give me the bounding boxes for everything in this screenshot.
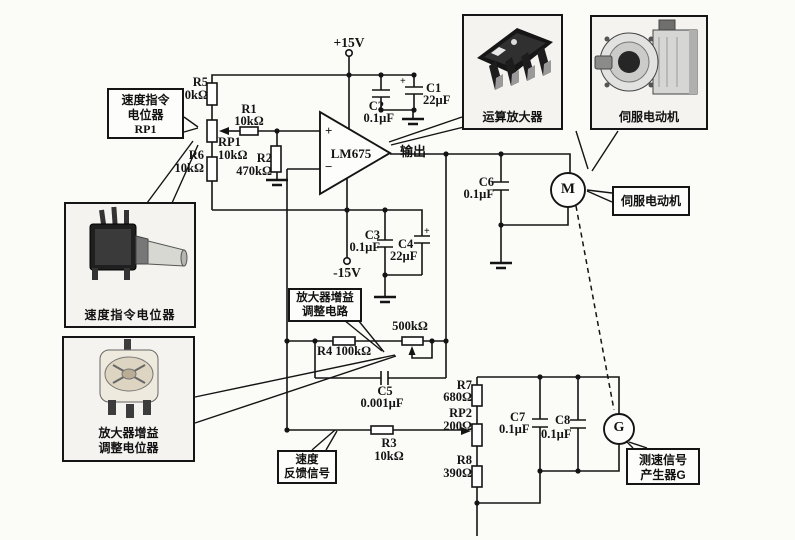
vplus-terminal [344, 48, 353, 57]
vminus-rail [212, 209, 423, 236]
rp2-wiper-arrow [461, 427, 471, 435]
potentiometer-rp1 [206, 119, 218, 143]
output-wire [390, 153, 571, 173]
r8-name: R8 [456, 453, 472, 467]
c4-value: 22µF [390, 249, 418, 263]
resistor-r5 [206, 82, 218, 106]
ground-symbol-c6 [490, 261, 512, 270]
photo-box-speed-command-pot: 速度指令电位器 [64, 202, 196, 328]
potentiometer-rp2 [471, 423, 483, 447]
capacitor-c6 [493, 181, 509, 191]
r3-value: 10kΩ [374, 449, 404, 463]
c7-name: C7 [510, 410, 526, 424]
trimmer-pot-photo [99, 339, 159, 418]
resistor-r1 [239, 126, 259, 136]
callout-gain-adjust-circuit: 放大器增益 调整电路 [288, 288, 362, 322]
r6-value: 10kΩ [174, 161, 204, 175]
resistor-r7 [471, 384, 483, 407]
generator-label: G [613, 420, 625, 435]
gain-adjust-pot-photo-caption: 放大器增益 调整电位器 [98, 426, 159, 455]
junction-dots [274, 72, 581, 506]
r1-name: R1 [241, 102, 257, 116]
capacitor-c7 [532, 418, 548, 428]
c1-value: 22µF [423, 93, 451, 107]
c4-name: C4 [398, 237, 414, 251]
servo-motor-photo [594, 19, 698, 95]
vminus-label: -15V [333, 265, 361, 280]
ground-symbol-c3c4 [374, 295, 396, 304]
callout-servo-motor: 伺服电动机 [612, 186, 690, 216]
servo-photo-caption: 伺服电动机 [618, 110, 679, 124]
rp2-value: 200Ω [443, 419, 472, 433]
r7-name: R7 [456, 378, 472, 392]
opamp-plus-input: + [325, 123, 333, 138]
resistor-r2 [270, 145, 282, 173]
c1-name: C1 [426, 81, 442, 95]
output-label: 输出 [400, 144, 427, 159]
rotary-pot-photo [89, 206, 188, 280]
opamp-chip-photo [477, 28, 553, 90]
c6-value: 0.1µF [463, 187, 494, 201]
rp2-name: RP2 [449, 406, 472, 420]
resistor-r6 [206, 156, 218, 182]
opamp-part-label: LM675 [330, 146, 372, 161]
r3-name: R3 [381, 436, 397, 450]
vplus-label: +15V [333, 35, 365, 50]
c6-name: C6 [478, 175, 494, 189]
potentiometer-500k [401, 336, 424, 346]
rp1-name: RP1 [218, 135, 241, 149]
photo-box-servo-motor: 伺服电动机 [590, 15, 708, 130]
motor-generator-shaft-link [575, 205, 615, 411]
opamp-triangle [319, 110, 392, 196]
capacitor-c1 [405, 86, 423, 95]
r4-label: R4 100kΩ [317, 344, 372, 358]
r2-name: R2 [256, 151, 272, 165]
resistor-r3 [370, 425, 394, 435]
c1-polarity-plus: + [400, 76, 406, 87]
r8-value: 390Ω [443, 466, 472, 480]
c5-value: 0.001µF [360, 396, 404, 410]
callout-tacho-signal-generator: 测速信号 产生器G [626, 448, 700, 485]
pot500k-wiper-arrow [408, 346, 416, 355]
ground-symbol-r2 [266, 178, 288, 187]
c7-value: 0.1µF [499, 422, 530, 436]
c2-name: C2 [368, 99, 384, 113]
opamp-minus-input: − [325, 159, 333, 174]
resistor-r8 [471, 465, 483, 488]
callout-pointer-lines [146, 116, 648, 451]
c3-name: C3 [364, 228, 380, 242]
photo-box-opamp: 运算放大器 [462, 14, 563, 130]
c3-value: 0.1µF [349, 240, 380, 254]
capacitor-c5 [380, 371, 389, 385]
c5-name: C5 [377, 384, 393, 398]
ground-symbol-c1c2 [402, 117, 424, 126]
generator-top-wire [477, 376, 620, 414]
c4-polarity-plus: + [424, 226, 430, 237]
photo-box-gain-adjust-pot: 放大器增益 调整电位器 [62, 336, 195, 462]
c8-name: C8 [555, 413, 571, 427]
r2-value: 470kΩ [236, 164, 272, 178]
pot500k-value: 500kΩ [392, 319, 428, 333]
callout-speed-feedback-signal: 速度 反馈信号 [277, 450, 337, 484]
speed-cmd-pot-photo-caption: 速度指令电位器 [84, 308, 176, 322]
capacitor-c8 [570, 419, 586, 429]
r7-value: 680Ω [443, 390, 472, 404]
r6-name: R6 [188, 148, 204, 162]
callout-speed-command-pot-rp1: 速度指令 电位器 RP1 [107, 88, 184, 139]
r5-value: 10kΩ [178, 88, 208, 102]
c8-value: 0.1µF [541, 427, 572, 441]
vminus-terminal [342, 256, 351, 265]
capacitor-c2 [372, 89, 390, 98]
motor-label: M [560, 181, 576, 197]
rp1-wiper-arrow [219, 127, 229, 135]
r5-name: R5 [192, 75, 208, 89]
c2-value: 0.1µF [363, 111, 394, 125]
vplus-rail [211, 74, 414, 83]
rp1-value: 10kΩ [218, 148, 248, 162]
r1-value: 10kΩ [234, 114, 264, 128]
opamp-photo-caption: 运算放大器 [482, 110, 543, 124]
feedback-node-wire [286, 168, 320, 430]
